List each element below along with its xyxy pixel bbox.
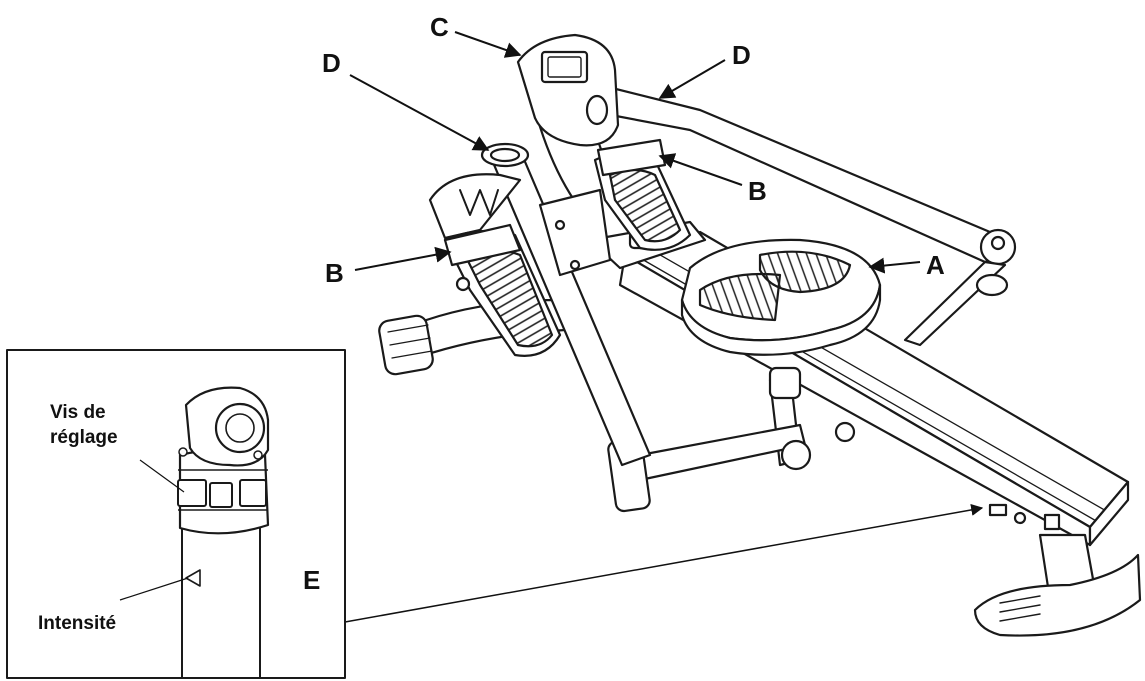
label-a: A (926, 250, 945, 280)
rear-stand (973, 503, 1142, 637)
arrow-b-right (658, 153, 743, 186)
monitor-console (516, 33, 620, 147)
label-c: C (430, 12, 449, 42)
label-d-left: D (322, 48, 341, 78)
arrow-d-left (349, 74, 490, 151)
callout-arrows (266, 31, 984, 623)
left-footrest (428, 173, 562, 357)
right-footrest (538, 138, 692, 277)
inset-leader-line (344, 503, 984, 623)
seat (680, 238, 882, 356)
arrow-b-left (354, 246, 452, 271)
arrow-a (868, 257, 921, 274)
label-e: E (303, 565, 321, 595)
right-handle-bar (593, 83, 1017, 347)
inset-detail (6, 349, 346, 679)
label-b-right: B (748, 176, 767, 206)
label-b-left: B (325, 258, 344, 288)
arrow-d-right (658, 59, 726, 99)
label-d-right: D (732, 40, 751, 70)
arrow-c (454, 31, 522, 58)
inset-label-adjust-screw-line2: réglage (50, 427, 118, 448)
inset-label-intensity: Intensité (38, 613, 117, 634)
left-handle-bar (480, 142, 652, 467)
inset-label-adjust-screw-line1: Vis de (50, 402, 106, 423)
